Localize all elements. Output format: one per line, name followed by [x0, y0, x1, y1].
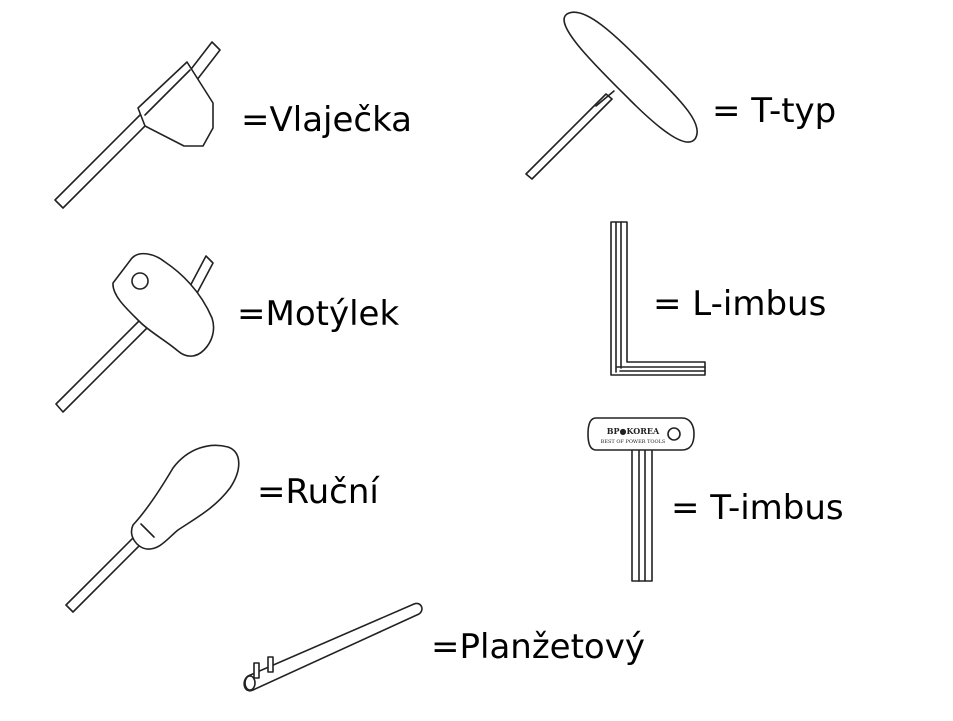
t-hex-key-icon: BP●KOREA BEST OF POWER TOOLS [587, 417, 695, 582]
l-hex-key-icon [610, 221, 706, 376]
label-t-type-wrench: = T-typ [712, 91, 837, 131]
flag-key-icon [54, 41, 221, 209]
butterfly-wrench-icon [55, 252, 215, 413]
pin-spanner-icon [243, 602, 423, 692]
hand-screwdriver-icon [65, 444, 240, 613]
label-l-hex-key: = L-imbus [653, 284, 827, 324]
brand-label: BP●KOREA [607, 426, 660, 436]
t-type-wrench-icon [525, 11, 698, 180]
label-t-hex-key: = T-imbus [671, 488, 844, 528]
label-pin-spanner: =Planžetový [431, 627, 645, 667]
label-flag-key: =Vlaječka [241, 100, 413, 140]
label-hand-screwdriver: =Ruční [257, 472, 379, 512]
brand-tagline: BEST OF POWER TOOLS [601, 439, 666, 445]
label-butterfly-wrench: =Motýlek [237, 294, 400, 334]
